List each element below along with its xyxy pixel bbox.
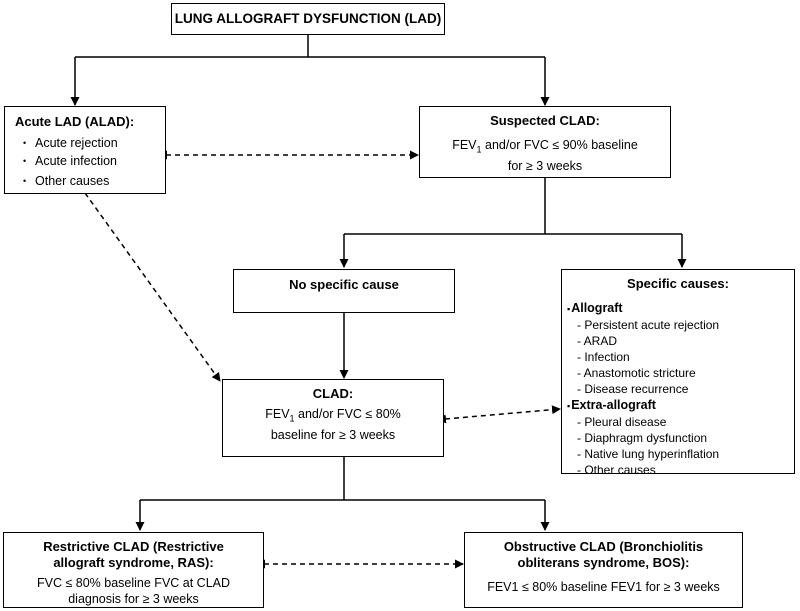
list-item: Native lung hyperinflation — [577, 446, 794, 462]
no-specific-cause-box: No specific cause — [233, 269, 455, 313]
list-item: Acute infection — [23, 152, 165, 170]
suspected-clad-duration: for ≥ 3 weeks — [507, 158, 583, 173]
ras-title-line2: allograft syndrome, RAS): — [53, 555, 214, 570]
list-item: Other causes — [23, 172, 165, 190]
ras-duration: diagnosis for ≥ 3 weeks — [68, 592, 199, 606]
specific-causes-box: Specific causes: Allograft Persistent ac… — [561, 269, 795, 477]
clad-box: CLAD: FEV1 and/or FVC ≤ 80% baseline for… — [222, 379, 444, 457]
allograft-heading: Allograft — [567, 300, 794, 317]
suspected-clad-box: Suspected CLAD: FEV1 and/or FVC ≤ 90% ba… — [419, 106, 671, 178]
bos-criteria: FEV1 ≤ 80% baseline FEV1 for ≥ 3 weeks — [487, 580, 720, 594]
specific-causes-title: Specific causes: — [627, 276, 729, 291]
clad-title: CLAD: — [312, 386, 354, 401]
alad-box: Acute LAD (ALAD): Acute rejection Acute … — [4, 106, 166, 194]
clad-criteria: FEV1 and/or FVC ≤ 80% — [265, 407, 401, 424]
list-item: Acute rejection — [23, 134, 165, 152]
list-item: Disease recurrence — [577, 381, 794, 397]
list-item: Other causes — [577, 462, 794, 478]
suspected-clad-criteria: FEV1 and/or FVC ≤ 90% baseline — [452, 138, 638, 155]
list-item: Infection — [577, 349, 794, 365]
no-specific-cause-title: No specific cause — [289, 277, 399, 292]
list-item: Diaphragm dysfunction — [577, 430, 794, 446]
ras-title-line1: Restrictive CLAD (Restrictive — [43, 539, 224, 554]
suspected-clad-title: Suspected CLAD: — [490, 113, 600, 128]
bos-title-line1: Obstructive CLAD (Bronchiolitis — [503, 539, 704, 554]
extra-allograft-list: Pleural disease Diaphragm dysfunction Na… — [567, 414, 794, 478]
alad-list: Acute rejection Acute infection Other ca… — [15, 134, 165, 190]
lad-box: LUNG ALLOGRAFT DYSFUNCTION (LAD) — [171, 3, 445, 35]
list-item: Persistent acute rejection — [577, 317, 794, 333]
allograft-list: Persistent acute rejection ARAD Infectio… — [567, 317, 794, 397]
dashed-arrow-alad-clad — [84, 192, 221, 382]
alad-title: Acute LAD (ALAD): — [15, 114, 135, 129]
list-item: Anastomotic stricture — [577, 365, 794, 381]
bos-box: Obstructive CLAD (Bronchiolitis oblitera… — [464, 532, 743, 608]
ras-box: Restrictive CLAD (Restrictive allograft … — [3, 532, 264, 608]
list-item: Pleural disease — [577, 414, 794, 430]
clad-duration: baseline for ≥ 3 weeks — [270, 427, 396, 442]
extra-allograft-heading: Extra-allograft — [567, 397, 794, 414]
list-item: ARAD — [577, 333, 794, 349]
lad-title: LUNG ALLOGRAFT DYSFUNCTION (LAD) — [174, 11, 442, 26]
bos-title-line2: obliterans syndrome, BOS): — [517, 555, 690, 570]
dashed-arrow-clad-specific — [437, 405, 561, 424]
ras-criteria: FVC ≤ 80% baseline FVC at CLAD — [36, 576, 231, 590]
